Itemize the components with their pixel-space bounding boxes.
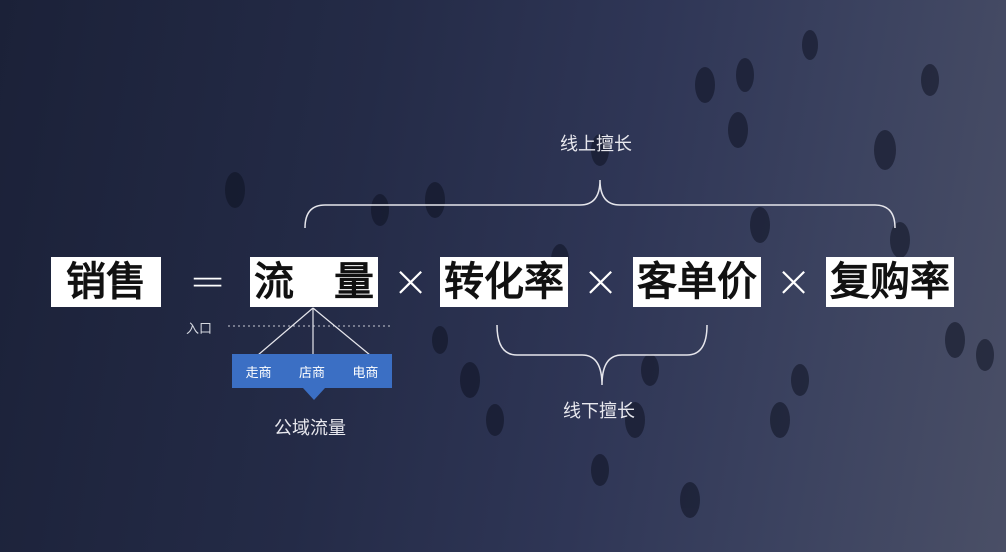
- public-traffic-label: 公域流量: [274, 418, 346, 439]
- multiply-sign-2: ×: [582, 256, 619, 307]
- traffic-box: 流 量: [250, 257, 378, 307]
- fan-line-right: [312, 307, 371, 356]
- offline-brace: [496, 324, 708, 386]
- multiply-sign-1: ×: [392, 256, 429, 307]
- fan-line-left: [257, 307, 314, 356]
- channel-e-commerce: 电商: [352, 365, 379, 381]
- online-strength-label: 线上擅长: [560, 134, 632, 155]
- multiply-sign-3: ×: [775, 256, 812, 307]
- equals-sign: =: [189, 256, 226, 307]
- down-arrow-icon: [303, 388, 325, 400]
- conversion-rate-box: 转化率: [440, 257, 568, 307]
- channels-box: 走商 店商 电商: [232, 354, 392, 388]
- channel-store-commerce: 店商: [298, 365, 325, 381]
- unit-price-box: 客单价: [633, 257, 761, 307]
- sales-box: 销售: [51, 257, 161, 307]
- repurchase-rate-box: 复购率: [826, 257, 954, 307]
- channel-walking-commerce: 走商: [245, 365, 272, 381]
- entry-label: 入口: [186, 322, 213, 337]
- online-brace: [304, 179, 896, 229]
- offline-strength-label: 线下擅长: [563, 401, 635, 422]
